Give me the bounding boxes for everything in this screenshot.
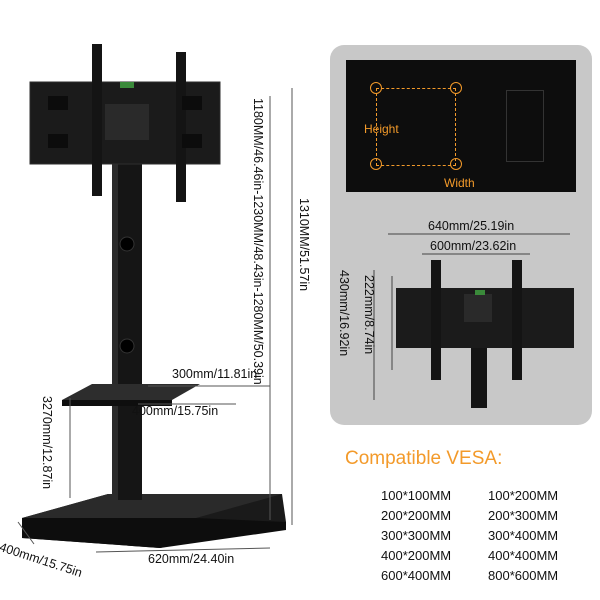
vesa-left-2: 300*300MM (381, 528, 452, 543)
bracket-inner-width-label: 600mm/23.62in (430, 239, 517, 253)
vesa-right-3: 400*400MM (488, 548, 559, 563)
vesa-height-label: Height (364, 122, 399, 136)
tv-stand-illustration (17, 44, 293, 553)
bracket-outer-height-label: 430mm/16.92in (337, 270, 351, 357)
vesa-right-2: 300*400MM (488, 528, 559, 543)
shelf-height-label: 3270mm/12.87in (40, 396, 54, 490)
adjustable-height-label: 1180MM/46.46in-1230MM/48.43in-1280MM/50.… (251, 98, 265, 385)
glass-shelf (62, 384, 200, 406)
shelf-width-label: 400mm/15.75in (132, 404, 219, 418)
vesa-title: Compatible VESA: (345, 448, 503, 469)
bracket-inner-height-label: 222mm/8.74in (362, 275, 376, 355)
vesa-left-1: 200*200MM (381, 508, 452, 523)
vesa-width-label: Width (444, 176, 475, 190)
tv-bracket (29, 44, 221, 202)
bracket-diagram (373, 233, 574, 408)
vesa-right-1: 200*300MM (488, 508, 559, 523)
total-height-label: 1310MM/51.57in (297, 198, 311, 292)
bracket-outer-width-label: 640mm/25.19in (428, 219, 515, 233)
vesa-left-4: 600*400MM (381, 568, 452, 583)
vesa-right-4: 800*600MM (488, 568, 559, 583)
shelf-depth-label: 300mm/11.81in (172, 367, 258, 381)
vesa-right-0: 100*200MM (488, 488, 559, 503)
stand-base (22, 494, 286, 548)
base-width-label: 620mm/24.40in (148, 552, 235, 566)
tv-back-inset: Height Width (346, 60, 576, 192)
vesa-left-3: 400*200MM (381, 548, 452, 563)
vesa-left-0: 100*100MM (381, 488, 452, 503)
